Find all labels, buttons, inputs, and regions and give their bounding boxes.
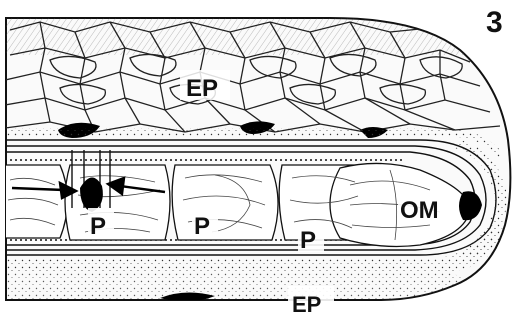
chamber-left [0, 165, 68, 238]
panel-number: 3 [486, 6, 503, 39]
label-ep-top: EP [186, 75, 218, 102]
label-p2: P [194, 213, 210, 240]
label-p1: P [90, 213, 106, 240]
label-ep-bottom: EP [292, 292, 321, 317]
label-om: OM [400, 197, 439, 224]
tissue-outline [6, 18, 510, 300]
label-p3: P [300, 227, 316, 254]
